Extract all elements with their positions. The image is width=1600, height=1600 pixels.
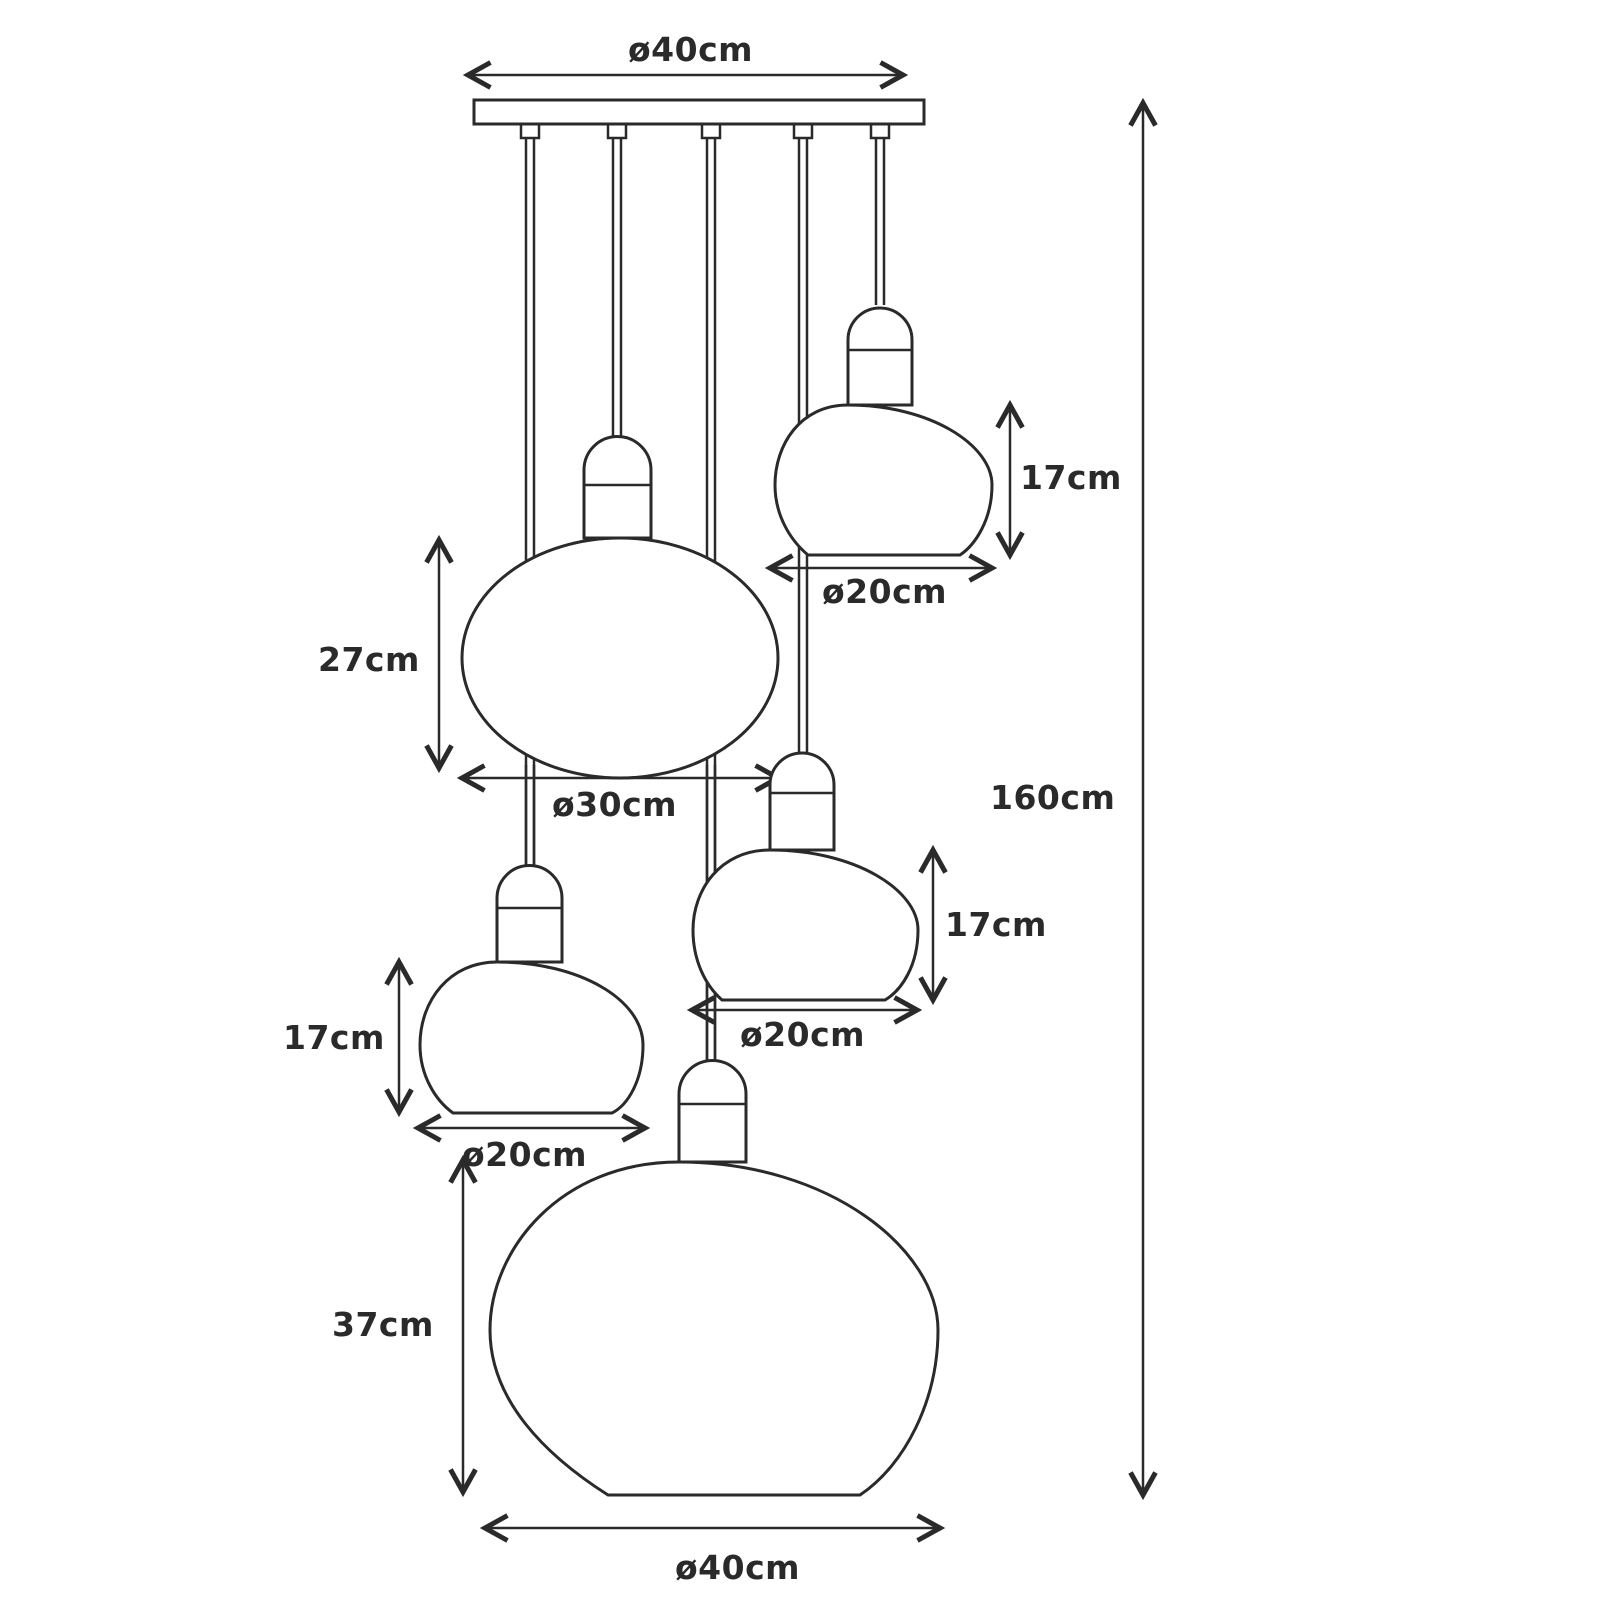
shade-lower-left-height-label: 17cm: [283, 1018, 385, 1057]
shade-bottom-large-diameter-label: ø40cm: [675, 1548, 801, 1587]
canopy-plate: [472, 98, 926, 126]
shade-top-right-diameter-label: ø20cm: [822, 572, 948, 611]
shade-bottom-large-height-label: 37cm: [332, 1305, 434, 1344]
shade-top-right-height-label: 17cm: [1020, 458, 1122, 497]
shade-middle-right-diameter-label: ø20cm: [740, 1015, 866, 1054]
shade-upper-left-diameter-label: ø30cm: [552, 785, 678, 824]
canopy-connectors: [519, 122, 891, 140]
shade-top-right: [770, 306, 1010, 568]
canopy-width-label: ø40cm: [628, 30, 754, 69]
shade-upper-left-height-label: 27cm: [318, 640, 420, 679]
shade-bottom-large: [463, 1059, 940, 1529]
shade-lower-left-diameter-label: ø20cm: [462, 1135, 588, 1174]
shade-middle-right: [692, 751, 933, 1010]
shade-middle-right-height-label: 17cm: [945, 905, 1047, 944]
shade-lower-left: [399, 864, 645, 1128]
overall-height-label: 160cm: [990, 778, 1116, 817]
shade-upper-left: [439, 435, 778, 778]
